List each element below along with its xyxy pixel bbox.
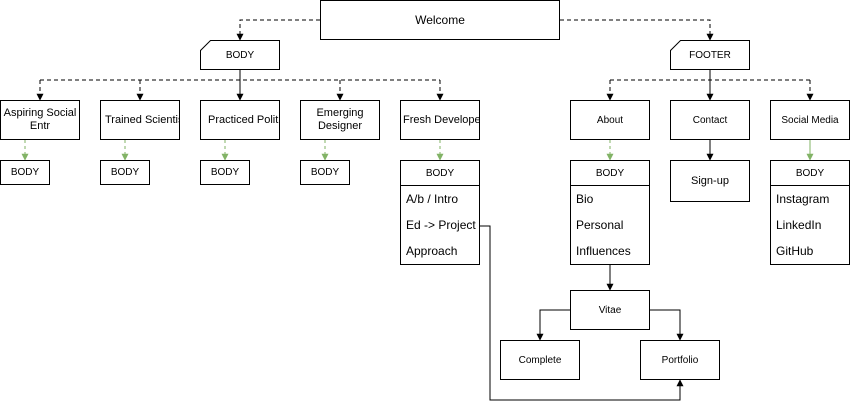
signup-label: Sign-up (691, 174, 729, 187)
list-header: BODY (771, 161, 849, 186)
complete-label: Complete (518, 354, 562, 366)
list-header: BODY (401, 161, 479, 186)
connector-welcome-body (236, 19, 320, 41)
welcome-label: Welcome (415, 12, 465, 27)
contact-label: Contact (692, 114, 728, 126)
about-body-list[interactable]: BODY Bio Personal Influences (570, 160, 650, 265)
persona-scientist-label: Trained Scientist (105, 113, 180, 126)
social-body-list[interactable]: BODY Instagram LinkedIn GitHub (770, 160, 850, 265)
persona-politi-node[interactable]: Practiced Politi (200, 100, 280, 140)
signup-node[interactable]: Sign-up (670, 160, 750, 202)
list-item[interactable]: Ed -> Project (406, 218, 476, 232)
complete-node[interactable]: Complete (500, 340, 580, 380)
contact-node[interactable]: Contact (670, 100, 750, 140)
vitae-node[interactable]: Vitae (570, 290, 650, 330)
persona-body-label: BODY (210, 167, 240, 178)
list-header: BODY (571, 161, 649, 186)
persona-social-node[interactable]: Aspiring Social Entr (0, 100, 80, 140)
list-item[interactable]: Instagram (776, 192, 830, 206)
persona-politi-label: Practiced Politi (208, 113, 280, 126)
portfolio-label: Portfolio (661, 354, 699, 366)
persona-designer-label: Emerging Designer (316, 107, 364, 132)
developer-body-list[interactable]: BODY A/b / Intro Ed -> Project Approach (400, 160, 480, 265)
list-item[interactable]: Personal (576, 218, 624, 232)
list-item[interactable]: Bio (576, 192, 594, 206)
card-shape-icon (670, 40, 750, 70)
list-item[interactable]: Influences (576, 244, 631, 258)
body-section-node[interactable]: BODY (200, 40, 280, 70)
portfolio-node[interactable]: Portfolio (640, 340, 720, 380)
persona-politi-body[interactable]: BODY (200, 160, 250, 185)
persona-developer-node[interactable]: Fresh Developer (400, 100, 480, 140)
list-item[interactable]: A/b / Intro (406, 192, 459, 206)
persona-body-label: BODY (310, 167, 340, 178)
connector-vitae-portfolio (650, 309, 684, 341)
card-shape-icon (200, 40, 280, 70)
about-label: About (596, 114, 624, 126)
connector-welcome-footer (560, 19, 714, 41)
persona-scientist-node[interactable]: Trained Scientist (100, 100, 180, 140)
persona-social-label: Aspiring Social Entr (3, 107, 77, 132)
social-media-node[interactable]: Social Media (770, 100, 850, 140)
list-item[interactable]: Approach (406, 244, 458, 258)
persona-designer-node[interactable]: Emerging Designer (300, 100, 380, 140)
persona-social-body[interactable]: BODY (0, 160, 50, 185)
connector-project-portfolio (478, 225, 684, 401)
connector-vitae-complete (536, 309, 570, 341)
vitae-label: Vitae (598, 304, 622, 316)
list-item[interactable]: GitHub (776, 244, 814, 258)
social-media-label: Social Media (781, 114, 839, 126)
persona-developer-label: Fresh Developer (403, 113, 480, 126)
welcome-node[interactable]: Welcome (320, 0, 560, 40)
list-item[interactable]: LinkedIn (776, 218, 822, 232)
footer-section-label: FOOTER (689, 49, 731, 61)
body-section-label: BODY (225, 49, 255, 61)
about-node[interactable]: About (570, 100, 650, 140)
persona-designer-body[interactable]: BODY (300, 160, 350, 185)
persona-body-label: BODY (10, 167, 40, 178)
persona-scientist-body[interactable]: BODY (100, 160, 150, 185)
persona-body-label: BODY (110, 167, 140, 178)
footer-section-node[interactable]: FOOTER (670, 40, 750, 70)
